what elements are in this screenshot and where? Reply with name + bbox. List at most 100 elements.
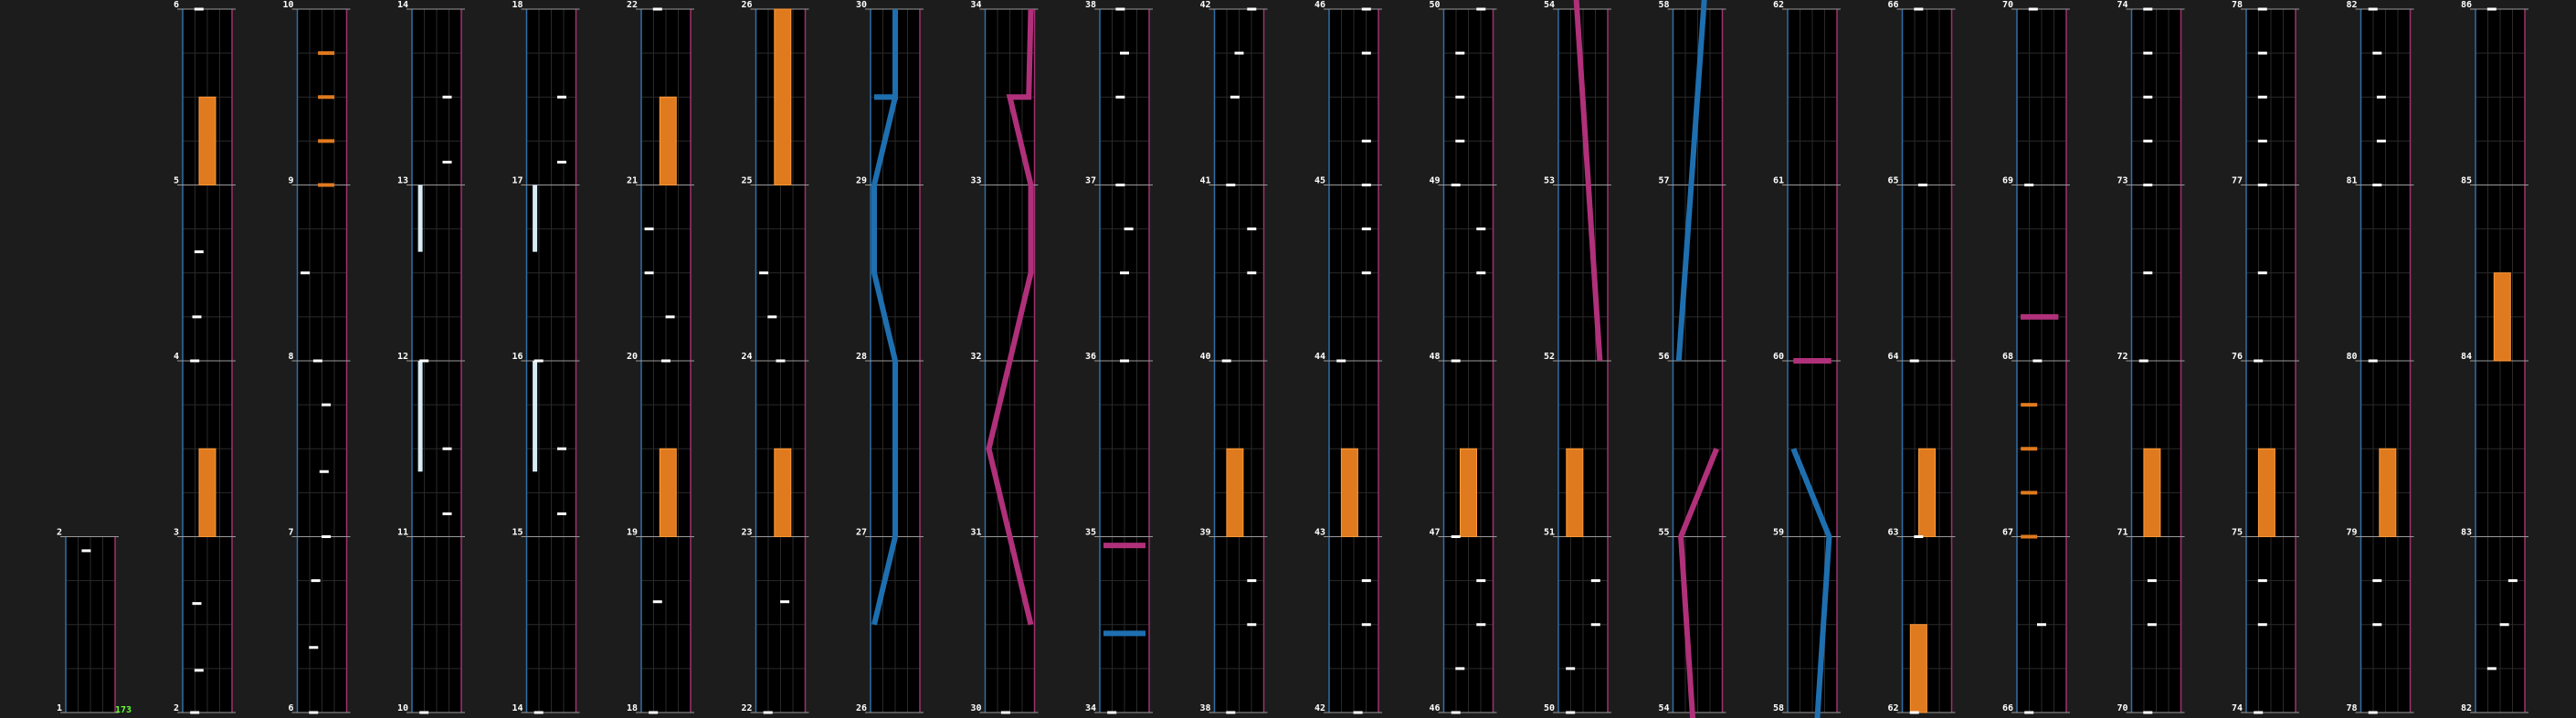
tap-note: [2257, 579, 2267, 583]
measure-number: 60: [1773, 352, 1784, 362]
tap-note: [81, 549, 91, 553]
tap-note: [759, 271, 769, 275]
measure-number: 49: [1429, 176, 1440, 186]
measure-number: 69: [2002, 176, 2013, 186]
measure-number: 67: [2002, 528, 2013, 538]
slide-path: [1573, 0, 1603, 362]
measure-number: 31: [970, 528, 981, 538]
measure-number: 85: [2461, 176, 2472, 186]
tap-note: [2257, 139, 2267, 143]
measure-number: 27: [856, 528, 867, 538]
flick-note: [318, 51, 335, 56]
tap-note: [2143, 711, 2153, 714]
tap-note: [1566, 711, 1576, 714]
measure-number: 38: [1199, 703, 1210, 713]
tap-note: [1917, 184, 1927, 186]
tap-note: [557, 512, 566, 515]
measure-number: 15: [512, 528, 523, 538]
measure-number: 57: [1658, 176, 1669, 186]
measure-number: 61: [1773, 176, 1784, 186]
tap-note: [2143, 271, 2153, 275]
tap-note: [1247, 579, 1257, 583]
tap-note: [2024, 711, 2034, 714]
notes-layer: [81, 0, 2518, 718]
measure-number: 35: [1085, 528, 1096, 538]
measure-number: 19: [627, 528, 638, 538]
flick-note: [2021, 491, 2038, 495]
hold-note: [2379, 448, 2397, 537]
measure-column: [60, 536, 119, 713]
tap-note: [1361, 271, 1371, 275]
tap-note: [1120, 51, 1129, 55]
hold-note: [198, 96, 216, 185]
measure-number: 34: [970, 0, 981, 10]
tap-note: [2486, 667, 2497, 670]
tap-note: [1476, 579, 1486, 583]
tap-note: [1590, 579, 1600, 583]
tap-note: [1336, 359, 1346, 363]
tap-note: [419, 359, 429, 363]
tap-note: [2376, 139, 2386, 143]
measure-column: [1896, 8, 1956, 713]
measure-number: 14: [397, 0, 408, 10]
tap-note: [1566, 667, 1576, 670]
measure-number: 41: [1199, 176, 1210, 186]
tap-note: [192, 602, 202, 606]
tap-note: [557, 447, 566, 450]
measure-number: 74: [2117, 0, 2127, 10]
measure-column: [2355, 8, 2414, 713]
measure-labels: 1223456678910101112131414151617181819202…: [57, 0, 2472, 713]
long-note: [417, 361, 423, 472]
measure-number: 82: [2346, 0, 2357, 10]
measure-number: 16: [512, 352, 523, 362]
tap-note: [2143, 7, 2153, 11]
tap-note: [1914, 535, 1924, 538]
measure-number: 11: [397, 528, 408, 538]
tap-note: [1361, 7, 1371, 11]
tap-note: [661, 359, 670, 363]
tap-note: [1234, 51, 1244, 55]
slide-path: [871, 9, 898, 626]
measure-column: [521, 8, 580, 713]
hold-note: [1918, 448, 1936, 537]
tap-note: [2143, 139, 2153, 143]
measure-number: 53: [1544, 176, 1555, 186]
tap-note: [1247, 7, 1257, 11]
tap-note: [1247, 623, 1257, 627]
measure-column: [2011, 8, 2070, 713]
tap-note: [1476, 7, 1486, 11]
measure-number: 77: [2232, 176, 2243, 186]
measure-number: 62: [1887, 703, 1898, 713]
tap-note: [2257, 51, 2267, 55]
tap-note: [1115, 7, 1125, 11]
measure-number: 74: [2232, 703, 2243, 713]
tap-note: [1361, 184, 1371, 186]
hold-note: [1340, 448, 1358, 537]
tap-note: [442, 447, 452, 450]
tap-note: [1451, 359, 1461, 363]
tap-note: [2257, 7, 2267, 11]
measure-number: 48: [1429, 352, 1440, 362]
tap-note: [1476, 623, 1486, 627]
tap-note: [2037, 623, 2046, 627]
measure-number: 65: [1887, 176, 1898, 186]
tap-note: [311, 579, 321, 583]
measure-column: [2126, 8, 2185, 713]
tap-note: [1000, 711, 1010, 714]
flick-note: [2021, 534, 2038, 539]
measure-number: 50: [1429, 0, 1440, 10]
tap-note: [1455, 51, 1465, 55]
tap-note: [1221, 359, 1231, 363]
tap-note: [194, 250, 204, 254]
slide-path: [1678, 448, 1719, 718]
measure-number: 29: [856, 176, 867, 186]
hold-note: [659, 448, 677, 537]
tap-note: [2257, 184, 2267, 186]
tap-note: [1455, 139, 1465, 143]
tap-note: [2368, 7, 2378, 11]
measure-number: 3: [174, 528, 179, 538]
tap-note: [1476, 227, 1486, 231]
hold-note: [1226, 448, 1244, 537]
measure-number: 14: [512, 703, 523, 713]
tap-note: [1247, 227, 1257, 231]
